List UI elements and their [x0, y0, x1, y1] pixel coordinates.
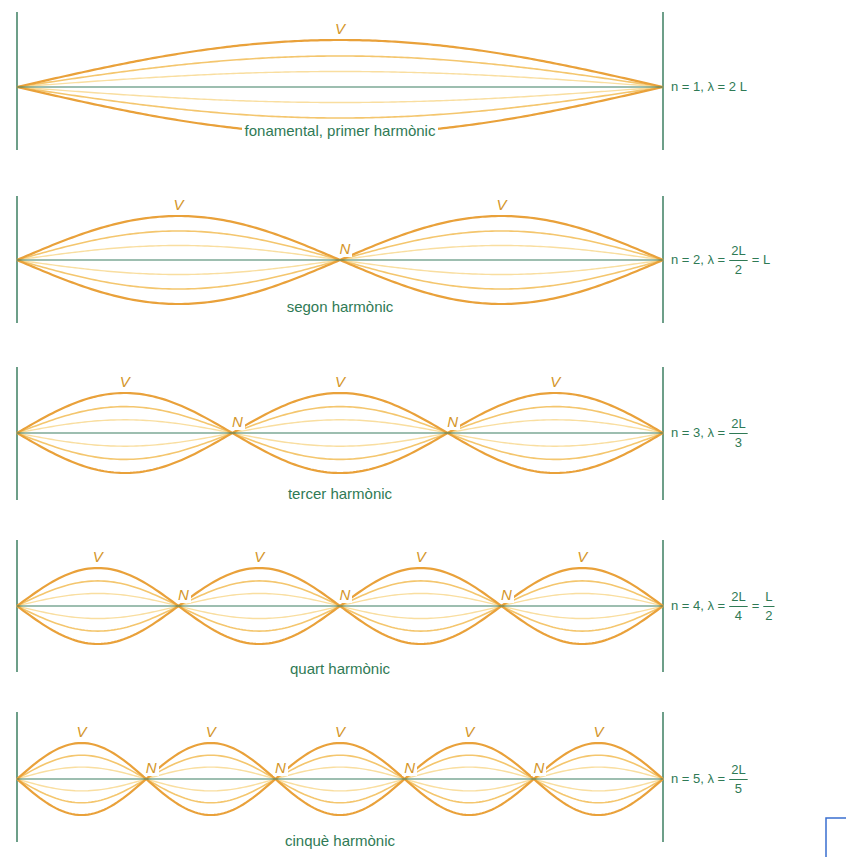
fraction-denominator: 5 [735, 782, 742, 796]
wave-curve [17, 216, 663, 304]
wave-curve [17, 231, 663, 289]
string-row [17, 196, 663, 323]
antinode-label: V [333, 21, 347, 38]
wave-curve [17, 743, 663, 815]
node-label: N [273, 760, 288, 777]
fraction-denominator: 2 [735, 263, 742, 277]
harmonic-caption: fonamental, primer harmònic [242, 123, 439, 140]
node-label: N [176, 587, 191, 604]
wave-curve [17, 393, 663, 473]
fraction-bar [729, 606, 747, 607]
node-label: N [230, 414, 245, 431]
fraction-numerator: 2L [731, 763, 745, 777]
wave-curve [17, 568, 663, 644]
antinode-label: V [91, 549, 105, 566]
formula-text: = [752, 599, 760, 613]
string-row [17, 712, 663, 842]
wave-curve [17, 581, 663, 631]
wave-curve [17, 71, 663, 87]
antinode-label: V [591, 724, 605, 741]
node-label: N [144, 760, 159, 777]
wave-curve [17, 743, 663, 815]
formula-text: n = 4, λ = [671, 599, 725, 613]
fixed-end-wall [662, 12, 664, 150]
fraction-numerator: 2L [731, 417, 745, 431]
wave-curve [17, 581, 663, 631]
antinode-label: V [548, 374, 562, 391]
string-row [17, 367, 663, 500]
fraction-denominator: 2 [765, 609, 772, 623]
corner-bracket [826, 818, 846, 857]
wave-curve [17, 216, 663, 304]
fraction-numerator: L [765, 590, 772, 604]
antinode-label: V [252, 549, 266, 566]
fraction-bar [729, 779, 747, 780]
wave-curve [17, 767, 663, 791]
antinode-label: V [333, 374, 347, 391]
rest-line [17, 259, 663, 260]
antinode-label: V [494, 197, 508, 214]
wave-curve [17, 420, 663, 446]
node-label: N [402, 760, 417, 777]
rest-line [17, 86, 663, 87]
antinode-label: V [118, 374, 132, 391]
fraction-bar [729, 433, 747, 434]
fraction-denominator: 3 [735, 436, 742, 450]
wave-curve [17, 87, 663, 118]
formula-text: n = 2, λ = [671, 253, 725, 267]
wave-curve [17, 40, 663, 87]
fraction-numerator: 2L [731, 244, 745, 258]
formula-text: = L [752, 253, 770, 267]
rest-line [17, 778, 663, 779]
wave-curve [17, 407, 663, 460]
string-row [17, 540, 663, 672]
fixed-end-wall [16, 12, 18, 150]
node-label: N [338, 587, 353, 604]
harmonic-caption: cinquè harmònic [282, 833, 398, 850]
fixed-end-wall [16, 712, 18, 842]
antinode-label: V [575, 549, 589, 566]
node-label: N [338, 241, 353, 258]
string-row [17, 12, 663, 150]
fraction-denominator: 4 [735, 609, 742, 623]
wave-curve [17, 56, 663, 87]
antinode-label: V [414, 549, 428, 566]
fraction-bar [763, 606, 774, 607]
node-label: N [445, 414, 460, 431]
fixed-end-wall [662, 712, 664, 842]
wave-curve [17, 767, 663, 791]
harmonic-caption: tercer harmònic [285, 486, 395, 503]
antinode-label: V [204, 724, 218, 741]
wave-curve [17, 231, 663, 289]
formula-text: n = 5, λ = [671, 772, 725, 786]
node-label: N [531, 760, 546, 777]
harmonic-caption: quart harmònic [287, 661, 393, 678]
fraction-numerator: 2L [731, 590, 745, 604]
rest-line [17, 432, 663, 433]
harmonic-caption: segon harmònic [284, 299, 397, 316]
wave-curve [17, 407, 663, 460]
wave-curve [17, 755, 663, 803]
node-label: N [499, 587, 514, 604]
antinode-label: V [75, 724, 89, 741]
wave-curve [17, 755, 663, 803]
wave-curve [17, 87, 663, 103]
antinode-label: V [171, 197, 185, 214]
wave-curve [17, 420, 663, 446]
antinode-label: V [462, 724, 476, 741]
antinode-label: V [333, 724, 347, 741]
formula-text: n = 1, λ = 2 L [671, 80, 747, 94]
wave-curve [17, 568, 663, 644]
rest-line [17, 605, 663, 606]
wave-curve [17, 393, 663, 473]
fraction-bar [729, 260, 747, 261]
formula-text: n = 3, λ = [671, 426, 725, 440]
